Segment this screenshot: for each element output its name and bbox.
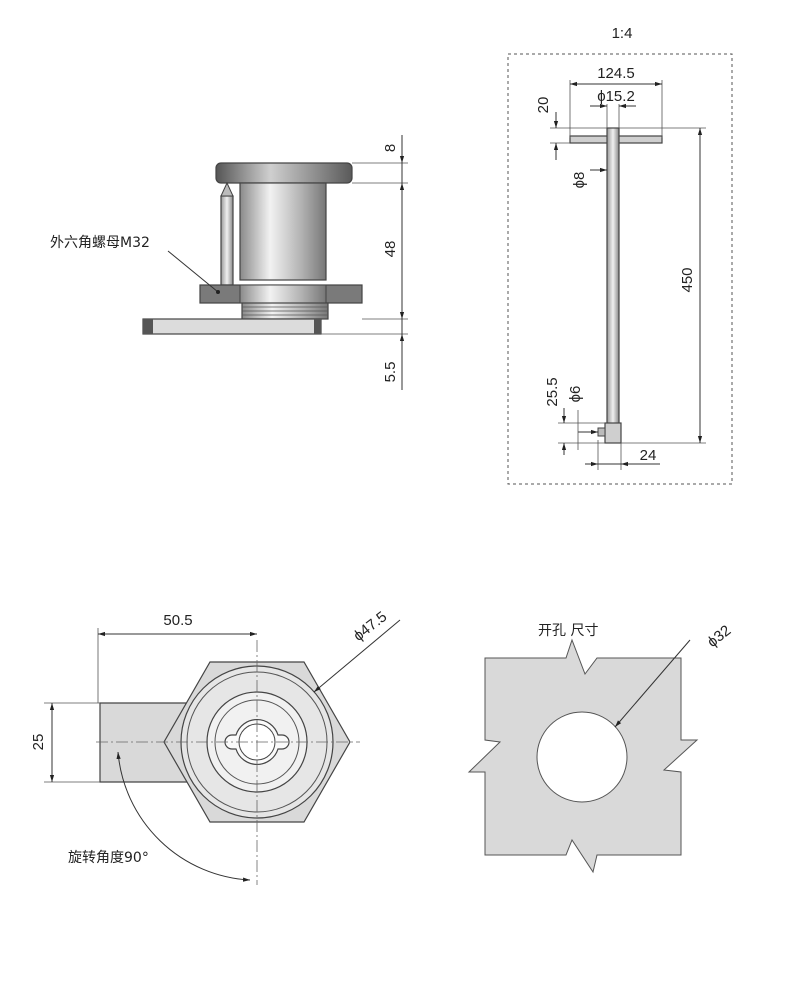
mount-plate: [142, 318, 322, 335]
dim-tip-dia: ϕ6: [567, 386, 584, 403]
shaft-frame: [507, 53, 733, 485]
lock-pin: [220, 195, 234, 286]
side-view: 外六角螺母M32 8 48 5.5: [50, 135, 408, 390]
dim-front-width: 50.5: [163, 612, 192, 629]
dim-tip-w: 24: [640, 447, 657, 464]
cutout-label: 开孔 尺寸: [538, 623, 598, 639]
dim-head-dia: ϕ15.2: [597, 88, 635, 105]
shaft-view: 1:4 124.5 ϕ15.2 20 ϕ8 450: [507, 25, 733, 485]
dim-shaft-dia: ϕ8: [571, 172, 588, 189]
lock-cap: [215, 162, 353, 184]
cutout-view: 开孔 尺寸 ϕ32: [467, 622, 734, 874]
dim-hex: ϕ47.5: [350, 608, 390, 645]
dim-tip-h: 25.5: [544, 377, 561, 406]
dim-shaft-width: 124.5: [597, 65, 635, 82]
shaft-tip: [604, 422, 622, 444]
dim-front-height: 25: [30, 734, 47, 751]
cutout-hole: [536, 711, 628, 803]
lock-body: [239, 182, 327, 281]
dim-cap: 8: [382, 144, 399, 152]
dim-body: 48: [382, 241, 399, 258]
nut-label: 外六角螺母M32: [50, 235, 150, 251]
rotation-label: 旋转角度90°: [68, 850, 149, 866]
shaft-rod: [606, 127, 620, 429]
scale-label: 1:4: [612, 25, 633, 42]
dim-head-h: 20: [535, 97, 552, 114]
front-view: 50.5 ϕ47.5 25 旋转角度90°: [30, 608, 401, 885]
dim-plate: 5.5: [382, 362, 399, 383]
dim-length: 450: [679, 267, 696, 292]
dim-hole: ϕ32: [704, 622, 734, 651]
